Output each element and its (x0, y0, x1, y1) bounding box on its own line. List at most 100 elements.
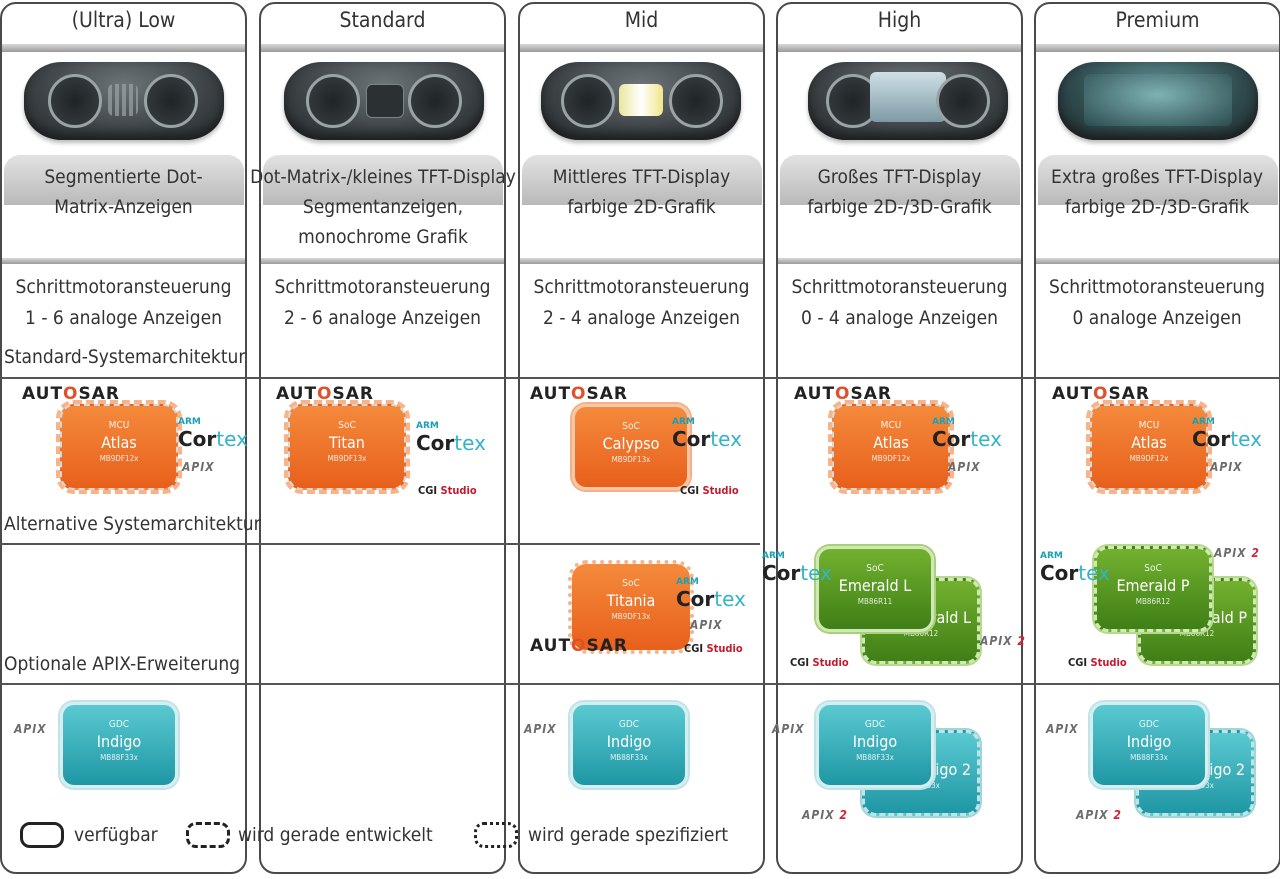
section-divider (0, 683, 1280, 685)
chip-kind: GDC (618, 719, 640, 730)
legend-available-icon (20, 822, 64, 848)
chip-part: MB88F33x (856, 753, 894, 762)
chip-name: Indigo (1126, 732, 1172, 751)
chip-mcu-atlas: MCU Atlas MB9DF12x (828, 400, 954, 494)
chip-name: Atlas (101, 433, 137, 452)
chip-mcu-atlas: MCU Atlas MB9DF12x (1086, 400, 1212, 494)
chip-part: MB86R12 (1135, 597, 1171, 606)
display-line: Segmentanzeigen, (302, 196, 464, 218)
chip-gdc-indigo: GDC Indigo MB88F33x (1090, 702, 1208, 788)
apix-logo: APIX (1210, 460, 1243, 474)
divider-bar (778, 258, 1021, 264)
stepper-label-standard: Schrittmotoransteuerung 2 - 6 analoge An… (259, 272, 506, 334)
chip-kind: SoC (622, 578, 640, 589)
gauge-icon (561, 74, 615, 128)
display-label-high: Großes TFT-Display farbige 2D-/3D-Grafik (776, 162, 1023, 222)
divider-bar (1036, 258, 1279, 264)
legend-developing-icon (186, 822, 230, 848)
chip-part: MB9DF13x (611, 455, 651, 464)
chip-part: MB86R12 (903, 629, 939, 638)
chip-soc-calypso: SoC Calypso MB9DF13x (572, 404, 690, 490)
cgi-studio-logo: CGI Studio (1068, 656, 1127, 669)
chip-part: MB86R11 (857, 597, 893, 606)
stepper-line: 2 - 6 analoge Anzeigen (284, 307, 481, 329)
apix2-logo: APIX 2 (802, 808, 848, 822)
stepper-line: Schrittmotoransteuerung (274, 276, 491, 298)
legend-available-label: verfügbar (74, 824, 158, 846)
bar-display-icon (108, 84, 138, 116)
cgi-studio-logo: CGI Studio (418, 484, 477, 497)
chip-part: MB9DF12x (1129, 454, 1169, 463)
gauge-icon (306, 74, 360, 128)
stepper-line: Schrittmotoransteuerung (15, 276, 232, 298)
chip-kind: MCU (108, 420, 130, 431)
divider-bar (520, 258, 763, 264)
section-title-standard: Standard-Systemarchitektur (4, 346, 246, 368)
chip-name: Indigo (606, 732, 652, 751)
chip-name: Indigo (96, 732, 142, 751)
chip-name: Emerald P (1116, 576, 1190, 595)
stepper-line: 0 - 4 analoge Anzeigen (801, 307, 998, 329)
chip-name: Titan (329, 433, 365, 452)
header-bar (261, 44, 504, 52)
column-frame-low (0, 2, 247, 874)
chip-part: MB9DF13x (327, 454, 367, 463)
display-line: Dot-Matrix-/kleines TFT-Display (250, 166, 516, 188)
autosar-logo: AUTOSAR (530, 384, 628, 404)
legend-specified-icon (474, 822, 518, 848)
column-title-high: High (877, 8, 922, 32)
autosar-logo: AUTOSAR (276, 384, 374, 404)
chip-kind: MCU (880, 420, 902, 431)
display-line: farbige 2D-/3D-Grafik (1064, 196, 1250, 218)
chip-part: MB88F33x (1130, 753, 1168, 762)
label-band (522, 155, 762, 205)
column-frame-high (776, 2, 1023, 874)
display-label-premium: Extra großes TFT-Display farbige 2D-/3D-… (1034, 162, 1280, 222)
label-band (4, 155, 244, 205)
display-line: Segmentierte Dot- (44, 166, 203, 188)
chip-part: MB9DF12x (99, 454, 139, 463)
divider-bar (2, 258, 245, 264)
chip-kind: SoC (338, 420, 356, 431)
gauge-icon (144, 74, 198, 128)
apix2-logo: APIX 2 (980, 634, 1026, 648)
display-line: farbige 2D-Grafik (567, 196, 716, 218)
chip-soc-emerald-l: SoC Emerald L MB86R11 (816, 546, 934, 632)
instrument-cluster-image (541, 62, 741, 140)
chip-kind: GDC (108, 719, 130, 730)
chip-kind: MCU (1138, 420, 1160, 431)
chip-name: Atlas (1131, 433, 1167, 452)
section-title-apix: Optionale APIX-Erweiterung (4, 653, 241, 675)
display-line: Mittleres TFT-Display (552, 166, 731, 188)
apix2-logo: APIX 2 (1214, 546, 1260, 560)
autosar-logo: AUTOSAR (1052, 384, 1150, 404)
apix-logo: APIX (690, 618, 723, 632)
chip-part: MB88F33x (100, 753, 138, 762)
tft-display-icon (619, 84, 663, 116)
chip-part: MB9DF13x (611, 612, 651, 621)
stepper-line: 1 - 6 analoge Anzeigen (25, 307, 222, 329)
display-line: farbige 2D-/3D-Grafik (807, 196, 992, 218)
gauge-icon (48, 74, 102, 128)
header-bar (1036, 44, 1279, 52)
autosar-logo: AUTOSAR (794, 384, 892, 404)
section-divider (0, 377, 1280, 379)
chip-soc-titan: SoC Titan MB9DF13x (284, 400, 410, 494)
chip-gdc-indigo: GDC Indigo MB88F33x (60, 702, 178, 788)
display-line: Großes TFT-Display (817, 166, 982, 188)
chip-soc-emerald-p: SoC Emerald P MB86R12 (1094, 546, 1212, 632)
apix-logo: APIX (524, 722, 557, 736)
header-bar (778, 44, 1021, 52)
autosar-logo: AUTOSAR (530, 636, 628, 656)
apix-logo: APIX (772, 722, 805, 736)
extra-large-display-icon (1084, 74, 1232, 126)
header-bar (2, 44, 245, 52)
column-title-mid: Mid (624, 8, 659, 32)
autosar-logo: AUTOSAR (22, 384, 120, 404)
stepper-line: Schrittmotoransteuerung (1049, 276, 1265, 298)
chip-kind: SoC (622, 421, 640, 432)
